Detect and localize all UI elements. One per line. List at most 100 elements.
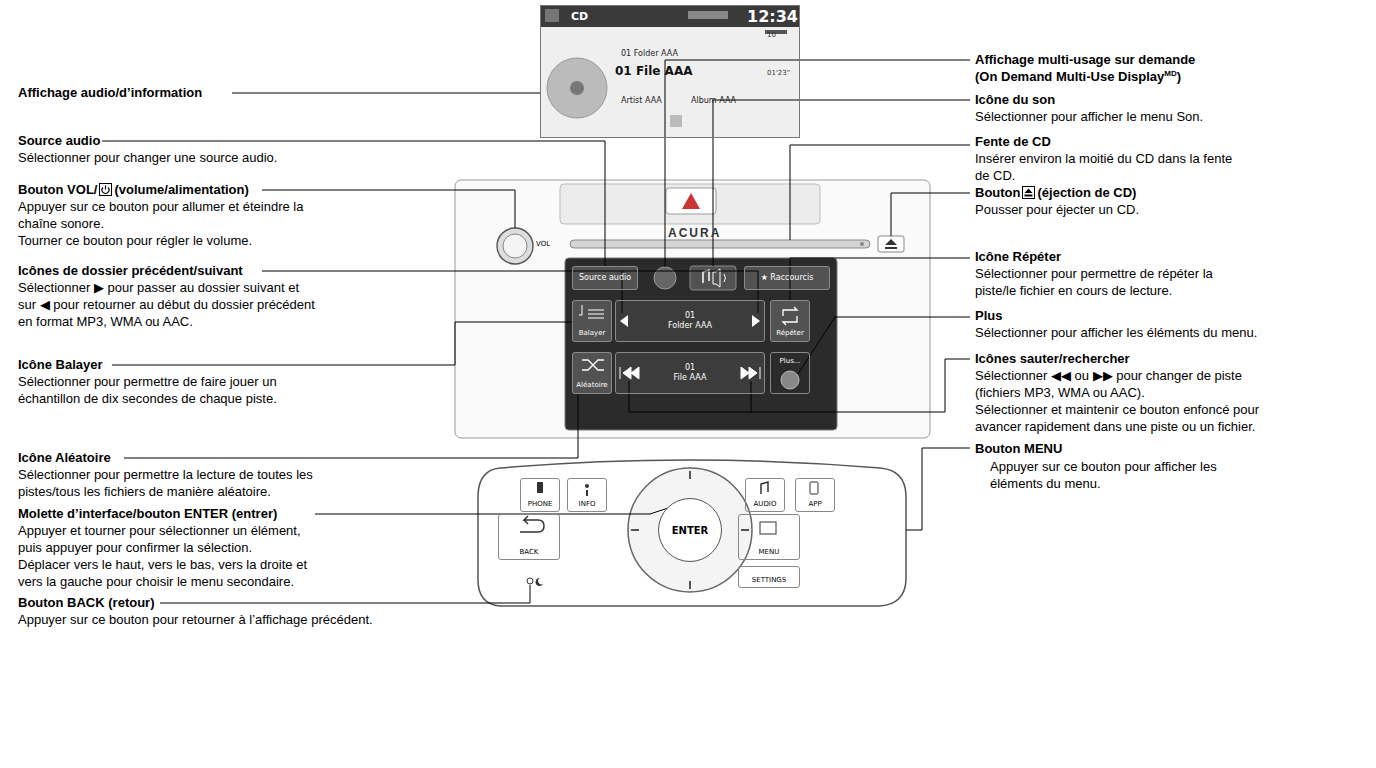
multi-use-icon [654, 267, 676, 289]
node-label: Aléatoire [576, 380, 607, 390]
dimmer-icon [536, 578, 543, 586]
callout-title: Affichage audio/d’information [18, 84, 202, 101]
node-label: Artist AAA [621, 96, 662, 105]
callout-text: Sélectionner pour permettre de répéter l… [975, 265, 1245, 299]
callout-title: Bouton [975, 185, 1020, 200]
touch-screen-glass [565, 258, 837, 430]
touch-screen [565, 258, 837, 430]
node-label: APP [808, 500, 821, 509]
callout-title: Bouton MENU [975, 440, 1062, 457]
audio-icon [761, 482, 768, 494]
touch-button: ★ Raccourcis [744, 266, 830, 290]
leader-line [798, 317, 970, 374]
callout-title: Bouton BACK (retour) [18, 594, 154, 611]
callout-title: (volume/alimentation) [114, 182, 248, 197]
node-label: 12:34 [747, 7, 798, 26]
sound-icon [690, 266, 736, 290]
node-label: File AAA [674, 373, 707, 383]
control-pad [478, 460, 906, 606]
scan-symbol [579, 305, 604, 318]
node-label: 01 File AAA [615, 64, 692, 78]
folder-bar: 01Folder AAA [615, 300, 765, 342]
pad-button: AUDIO [745, 478, 785, 512]
callout-text: Tourner ce bouton pour régler le volume. [18, 232, 418, 249]
callout-text: Déplacer vers le haut, vers le bas, vers… [18, 556, 328, 590]
pad-button: MENU [738, 514, 800, 560]
callout-title: Source audio [18, 132, 100, 149]
leader-line [790, 145, 970, 240]
dial-ticks [631, 471, 749, 589]
pad-button: INFO [567, 478, 607, 512]
callout-title: Icône Aléatoire [18, 449, 111, 466]
callout-text: Sélectionner pour afficher les éléments … [975, 324, 1365, 341]
display-bar [540, 5, 800, 27]
app-icon [810, 482, 818, 494]
skip-forward-symbol [741, 367, 760, 379]
node-label: BACK [520, 548, 539, 557]
folder-previous-arrow [620, 315, 628, 327]
callout-text: Sélectionner ▶ pour passer au dossier su… [18, 279, 318, 330]
callout-text: Sélectionner pour permettre la lecture d… [18, 466, 328, 500]
hazard-button [666, 188, 716, 214]
leader-line [262, 271, 758, 313]
icon-frame [1023, 187, 1035, 199]
leader-line [891, 193, 970, 236]
leader-line [665, 60, 970, 267]
node-label: 10 [767, 31, 776, 39]
node-label: INFO [579, 500, 596, 509]
node-label: 01 [685, 363, 695, 373]
display-glass [540, 5, 800, 138]
info-display: CD12:341001 Folder AAA01 File AAA01'23"A… [540, 5, 800, 138]
leader-line [906, 448, 970, 530]
leader-lines [102, 60, 970, 603]
enter-button: ENTER [658, 498, 722, 562]
callout-text: Appuyer sur ce bouton pour retourner à l… [18, 611, 538, 628]
pad-button: PHONE [520, 478, 560, 512]
pad-button: BACK [498, 514, 560, 560]
callout-title: Fente de CD [975, 133, 1051, 150]
note-symbol [703, 270, 709, 283]
callout-text: Appuyer sur ce bouton pour allumer et ét… [18, 198, 318, 232]
node-label: 01 [685, 311, 695, 321]
touch-button [572, 266, 638, 290]
node-label: 01'23" [767, 69, 790, 77]
leader-line [751, 381, 752, 412]
callout-text: Appuyer sur ce bouton pour afficher les … [990, 458, 1260, 492]
faceplate-body [455, 180, 930, 438]
touch-button [572, 352, 612, 394]
file-bar [615, 352, 765, 394]
leader-line [713, 100, 970, 266]
leader-line [790, 258, 970, 300]
repeat-symbol [783, 307, 797, 325]
node-label: Album AAA [691, 96, 736, 105]
status-icons [688, 11, 728, 19]
callout-title: Affichage multi-usage sur demande [975, 51, 1195, 68]
node-label: MENU [759, 548, 780, 557]
callout-title: (éjection de CD) [1037, 185, 1136, 200]
callout-text: Sélectionner pour afficher le menu Son. [975, 108, 1355, 125]
callout-text: Insérer environ la moitié du CD dans la … [975, 150, 1245, 184]
power-symbol [102, 186, 109, 194]
touch-button: Source audio [572, 266, 638, 290]
callout-title: (On Demand Multi-Use DisplayMD) [975, 68, 1181, 85]
touch-button [770, 300, 810, 342]
touch-button [744, 266, 830, 290]
eject-symbol [885, 239, 897, 249]
node-label: PHONE [528, 500, 553, 509]
node-label: Répéter [776, 328, 804, 338]
node-label: ★ Raccourcis [761, 273, 814, 283]
node-label: Source audio [579, 273, 631, 283]
callout-text: Sélectionner et maintenir ce bouton enfo… [975, 401, 1275, 435]
power-icon [99, 183, 112, 196]
interface-dial [628, 468, 752, 592]
icon-frame [100, 184, 112, 196]
touch-button [572, 300, 612, 342]
cd-slot [570, 240, 870, 248]
eject-icon [1022, 186, 1035, 199]
source-icon [670, 115, 682, 127]
node-label: Balayer [579, 328, 606, 338]
audio-icon [545, 9, 559, 22]
info-icon [586, 490, 588, 496]
touch-button: Balayer [572, 300, 612, 342]
